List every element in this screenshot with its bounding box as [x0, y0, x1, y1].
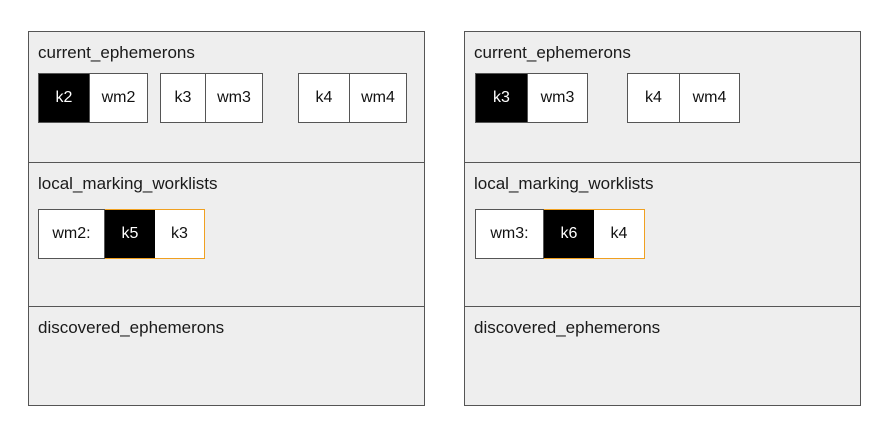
section-title: local_marking_worklists: [474, 174, 654, 193]
ephemeron-pair: k3 wm3: [475, 73, 588, 123]
section-title: discovered_ephemerons: [38, 318, 225, 337]
worklist-item: k4: [594, 210, 644, 258]
worklist-label: wm2:: [38, 209, 105, 259]
ephemeron-key: k3: [161, 74, 205, 122]
section-title: discovered_ephemerons: [474, 318, 661, 337]
worklist: wm2: k5 k3: [38, 209, 205, 259]
worklist-item: k5: [105, 210, 155, 258]
worklist-label: wm3:: [475, 209, 544, 259]
ephemeron-pair: k4 wm4: [298, 73, 407, 123]
worklist-items: k5 k3: [105, 209, 205, 259]
ephemeron-pair: k3 wm3: [160, 73, 263, 123]
section-title: current_ephemerons: [474, 43, 631, 62]
worklist-item: k6: [544, 210, 594, 258]
panel-before: current_ephemerons k2 wm2 k3 wm3 k4 wm4 …: [28, 31, 425, 406]
ephemeron-key: k4: [299, 74, 349, 122]
worklist-item: k3: [155, 210, 204, 258]
current-ephemerons-section: current_ephemerons k2 wm2 k3 wm3 k4 wm4: [28, 31, 425, 163]
ephemeron-key: k4: [628, 74, 679, 122]
worklist-items: k6 k4: [544, 209, 645, 259]
local-marking-worklists-section: local_marking_worklists wm3: k6 k4: [464, 162, 861, 307]
ephemeron-pair: k4 wm4: [627, 73, 740, 123]
section-title: current_ephemerons: [38, 43, 195, 62]
ephemeron-key: k2: [39, 74, 89, 122]
section-title: local_marking_worklists: [38, 174, 218, 193]
ephemeron-key: k3: [476, 74, 527, 122]
local-marking-worklists-section: local_marking_worklists wm2: k5 k3: [28, 162, 425, 307]
discovered-ephemerons-section: discovered_ephemerons: [464, 306, 861, 406]
ephemeron-value: wm2: [89, 74, 147, 122]
ephemeron-value: wm4: [349, 74, 406, 122]
discovered-ephemerons-section: discovered_ephemerons: [28, 306, 425, 406]
panel-after: current_ephemerons k3 wm3 k4 wm4 local_m…: [464, 31, 861, 406]
ephemeron-value: wm3: [527, 74, 587, 122]
ephemeron-pair: k2 wm2: [38, 73, 148, 123]
ephemeron-value: wm4: [679, 74, 739, 122]
current-ephemerons-section: current_ephemerons k3 wm3 k4 wm4: [464, 31, 861, 163]
ephemeron-value: wm3: [205, 74, 262, 122]
worklist: wm3: k6 k4: [475, 209, 645, 259]
